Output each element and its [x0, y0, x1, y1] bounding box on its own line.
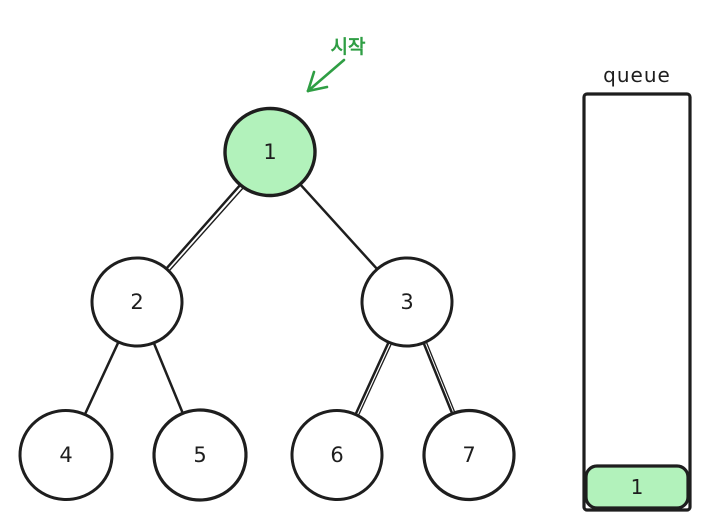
tree-node-7-label: 7 — [462, 443, 475, 467]
start-label: 시작 — [331, 36, 366, 58]
tree-node-7-circle — [422, 408, 516, 502]
queue-item-1-box — [584, 464, 690, 510]
edge-1-2 — [165, 183, 242, 270]
tree-node-4: 4 — [18, 408, 114, 502]
edge-1-2-sketch — [168, 186, 245, 272]
queue-label: queue — [603, 63, 671, 87]
tree-node-1-circle — [223, 106, 317, 198]
tree-node-3: 3 — [360, 256, 454, 348]
tree-edges — [84, 183, 456, 416]
tree-node-1: 1 — [223, 106, 317, 198]
tree-node-3-circle — [360, 256, 454, 348]
queue-container — [582, 92, 692, 512]
tree-node-5: 5 — [152, 408, 248, 502]
start-annotation: 시작 — [306, 36, 366, 93]
edge-2-4 — [84, 341, 120, 415]
tree-node-2-label: 2 — [130, 290, 143, 314]
tree-node-5-circle — [152, 408, 248, 502]
queue-panel: queue 1 — [582, 63, 692, 512]
start-arrow-icon — [306, 58, 346, 93]
tree-node-6-circle — [290, 408, 384, 502]
edge-2-5 — [152, 342, 184, 414]
edge-3-7 — [422, 342, 454, 415]
tree-node-6-label: 6 — [330, 443, 343, 467]
edge-3-6-sketch — [357, 343, 392, 416]
tree-node-7: 7 — [422, 408, 516, 502]
tree-node-3-label: 3 — [400, 290, 413, 314]
edge-3-7-sketch — [425, 341, 456, 413]
tree-node-4-circle — [18, 408, 114, 502]
tree-node-2: 2 — [90, 256, 184, 348]
queue-item-1-label: 1 — [631, 475, 644, 499]
queue-item-1: 1 — [584, 464, 690, 510]
tree-node-1-label: 1 — [263, 140, 276, 164]
tree-node-5-label: 5 — [193, 443, 206, 467]
tree-nodes: 1 2 3 4 5 6 — [18, 106, 516, 502]
tree-node-4-label: 4 — [59, 443, 72, 467]
edge-1-3 — [298, 183, 379, 270]
tree-node-6: 6 — [290, 408, 384, 502]
tree-node-2-circle — [90, 256, 184, 348]
edge-3-6 — [354, 341, 390, 416]
